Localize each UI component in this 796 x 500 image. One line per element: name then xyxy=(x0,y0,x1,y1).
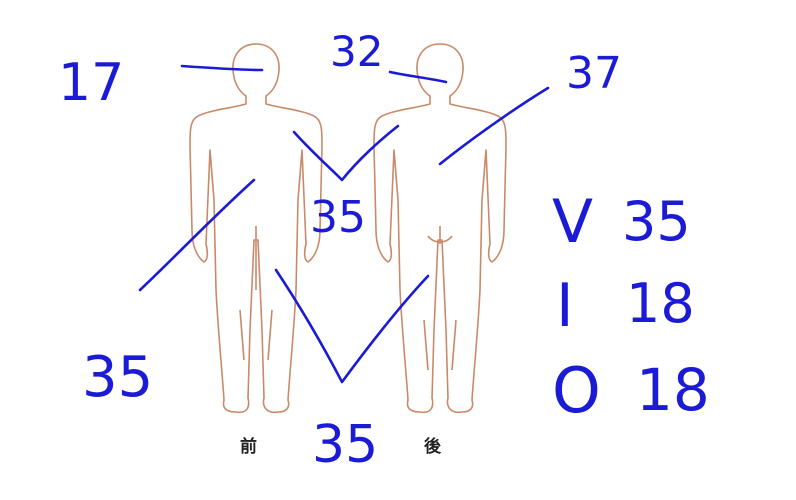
annotation-front-leg: 35 xyxy=(82,345,153,410)
annotation-head-back: 32 xyxy=(330,27,383,76)
legend-key-v: V xyxy=(552,187,593,257)
annotation-labels: 17 32 37 35 35 35 xyxy=(58,27,622,475)
annotation-bottom: 35 xyxy=(312,415,378,475)
annotation-back-torso: 37 xyxy=(566,48,622,99)
score-legend: V 35 I 18 O 18 xyxy=(552,187,710,427)
back-figure-detail xyxy=(423,226,457,371)
head-front-pointer xyxy=(180,64,264,72)
front-leg-pointer xyxy=(138,178,256,292)
lower-v-mark xyxy=(274,268,430,384)
caption-front: 前 xyxy=(240,437,257,457)
legend-key-i: I xyxy=(556,271,574,341)
annotation-strokes xyxy=(138,64,550,384)
legend-value-v: 35 xyxy=(622,190,691,253)
annotation-head-front: 17 xyxy=(58,53,124,113)
front-body-figure xyxy=(189,43,323,414)
back-torso-pointer xyxy=(438,86,550,166)
annotation-center: 35 xyxy=(310,192,366,243)
legend-key-o: O xyxy=(552,354,601,427)
legend-value-o: 18 xyxy=(636,356,710,424)
upper-v-mark xyxy=(292,124,400,182)
caption-back: 後 xyxy=(424,437,441,457)
legend-value-i: 18 xyxy=(626,272,695,335)
back-body-figure xyxy=(373,43,507,414)
head-back-pointer xyxy=(388,70,448,84)
front-figure-detail xyxy=(239,226,273,361)
